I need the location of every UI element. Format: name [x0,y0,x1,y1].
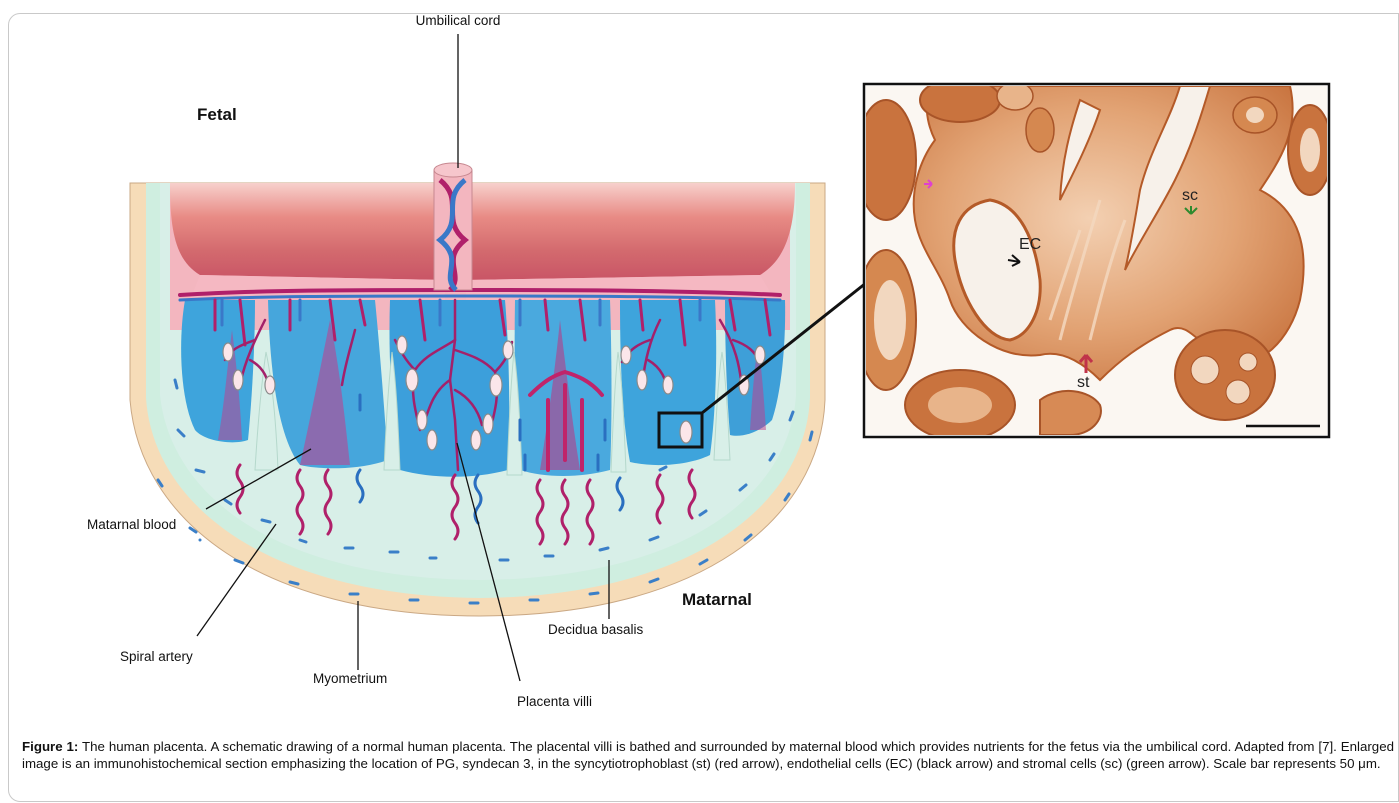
umbilical-cord-label: Umbilical cord [416,13,501,28]
decidua-basalis-label: Decidua basalis [548,622,644,637]
micrograph: EC sc st [856,78,1332,440]
st-label: st [1077,374,1090,391]
figure-canvas: Umbilical cord Fetal Matarnal Matarnal b… [0,0,1399,740]
fetal-label: Fetal [197,105,237,124]
caption-text: The human placenta. A schematic drawing … [22,739,1394,771]
spiral-artery-label: Spiral artery [120,649,193,664]
figure-caption: Figure 1: The human placenta. A schemati… [22,739,1394,772]
placenta-villi-label: Placenta villi [517,694,592,709]
matarnal-blood-label: Matarnal blood [87,517,176,532]
placenta-schematic [130,163,866,616]
matarnal-label: Matarnal [682,590,752,609]
ec-label: EC [1019,236,1041,253]
figure-number: Figure 1: [22,739,78,754]
umbilical-cord [434,163,472,290]
sc-label: sc [1182,187,1198,204]
myometrium-label: Myometrium [313,671,387,686]
chorionic-plate-bands [170,183,795,300]
